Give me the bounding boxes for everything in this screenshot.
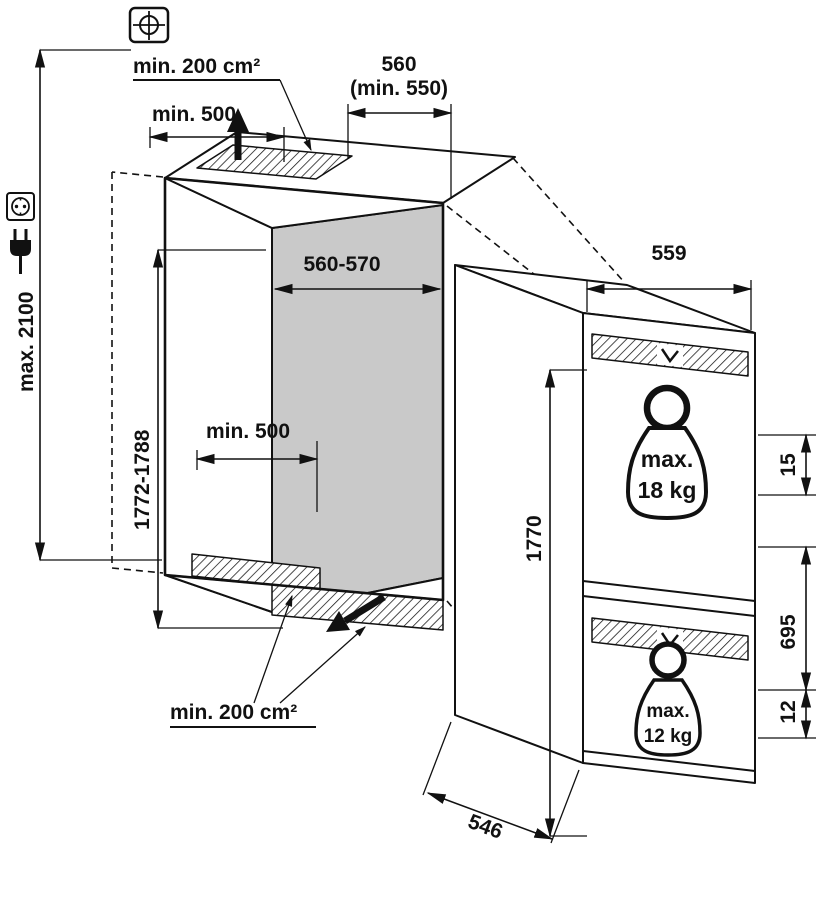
upper-door-load-prefix: max. — [641, 446, 693, 472]
wall-fixing-crosshair-icon — [128, 6, 170, 44]
dim-max-ceiling-height: max. 2100 — [15, 48, 162, 562]
lower-door-load-value: 12 kg — [644, 726, 693, 747]
niche-opening-frame — [163, 176, 445, 602]
appliance-width-label: 559 — [651, 242, 686, 265]
upper-grille-arrow-icon — [660, 348, 679, 364]
upper-front-gap-label: 15 — [777, 453, 800, 477]
upper-door-weight-icon: max. 18 kg — [625, 384, 709, 521]
dim-top-clearance: min. 500 — [148, 103, 286, 162]
dim-niche-inner-width: 560-570 — [273, 253, 442, 295]
niche-depth-label: 560 — [381, 53, 416, 76]
upper-door-load-value: 18 kg — [638, 477, 697, 503]
appliance: max. 18 kg max. 12 kg — [454, 264, 756, 784]
dim-appliance-height: 1770 — [523, 368, 587, 838]
floor-clearance-label: min. 500 — [206, 420, 290, 443]
lower-door-top-edge — [582, 595, 756, 617]
dim-niche-depth: 560 (min. 550) — [346, 53, 453, 199]
dim-front-panel-gaps: 15 695 12 — [758, 433, 816, 740]
dim-floor-clearance: min. 500 — [195, 420, 319, 512]
appliance-depth-label: 546 — [465, 810, 506, 844]
upper-door-bottom-edge — [582, 580, 756, 602]
power-socket-icon — [6, 192, 35, 221]
max-height-label: max. 2100 — [15, 292, 38, 392]
appliance-height-label: 1770 — [523, 515, 546, 562]
lower-door-load-prefix: max. — [646, 701, 689, 722]
dim-top-vent-area: min. 200 cm² — [133, 55, 312, 152]
top-clearance-label: min. 500 — [152, 103, 236, 126]
lower-front-height-label: 695 — [777, 614, 800, 649]
airflow-arrow-bottom-icon — [326, 594, 386, 632]
niche — [163, 131, 516, 631]
niche-inner-height-label: 1772-1788 — [131, 429, 154, 530]
lower-door-bottom-edge — [582, 750, 756, 772]
bottom-vent-label: min. 200 cm² — [170, 701, 297, 724]
dim-bottom-vent-area: min. 200 cm² — [170, 594, 366, 728]
dim-appliance-width: 559 — [585, 242, 753, 330]
niche-depth-min-label: (min. 550) — [350, 77, 448, 100]
dim-niche-inner-height: 1772-1788 — [131, 248, 283, 630]
upper-grille-marker-bg — [657, 343, 683, 367]
appliance-side-face — [454, 264, 584, 764]
lower-front-gap-label: 12 — [777, 700, 800, 723]
appliance-front-face — [582, 312, 756, 784]
power-plug-icon — [10, 229, 31, 274]
top-vent-label: min. 200 cm² — [133, 55, 260, 78]
niche-inner-width-label: 560-570 — [303, 253, 380, 276]
niche-side-wall-inner — [164, 177, 273, 613]
lower-door-weight-icon: max. 12 kg — [634, 641, 702, 757]
